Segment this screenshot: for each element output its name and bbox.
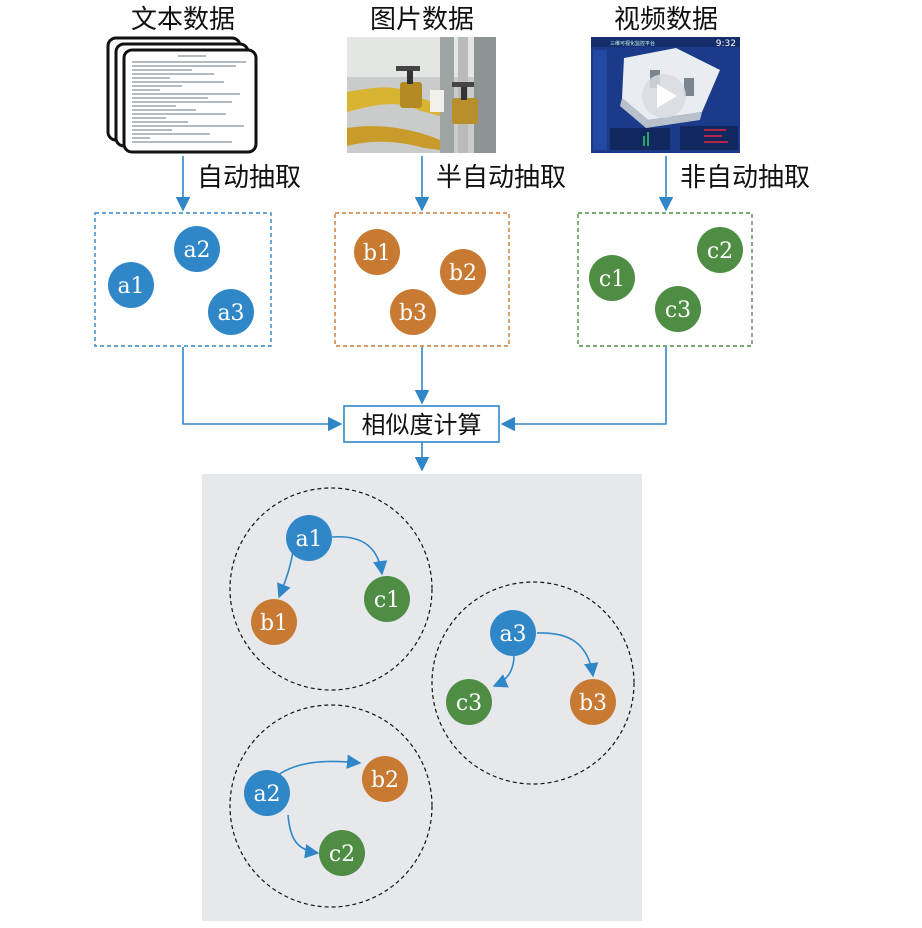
svg-text:c3: c3 [456, 691, 482, 716]
svg-text:b1: b1 [363, 241, 391, 266]
image-entity-box [334, 212, 510, 347]
node-a2-top: a2 [174, 226, 220, 272]
node-a3-cluster: a3 [490, 610, 536, 656]
svg-text:c3: c3 [665, 298, 691, 323]
node-c3-top: c3 [655, 286, 701, 332]
manual-extract-label: 非自动抽取 [680, 163, 810, 193]
auto-extract-label: 自动抽取 [197, 163, 301, 193]
pipe-valve-photo [347, 37, 496, 153]
svg-text:b1: b1 [260, 611, 288, 636]
node-c1-cluster: c1 [364, 576, 410, 622]
text-to-calc-arrow [182, 347, 343, 432]
cluster-3-boundary [229, 704, 433, 908]
svg-text:b3: b3 [579, 691, 607, 716]
video-thumb-time: 9:32 [716, 39, 736, 49]
node-a1-top: a1 [108, 262, 154, 308]
similarity-calc-label: 相似度计算 [362, 411, 482, 439]
edge-a2-c2 [287, 814, 320, 859]
node-a3-top: a3 [208, 289, 254, 335]
semi-auto-extract-label: 半自动抽取 [436, 163, 566, 193]
edge-a1-b1 [277, 550, 294, 599]
cluster-1-boundary [229, 487, 433, 691]
svg-text:c2: c2 [707, 239, 733, 264]
video-thumb-title: 三维可视化监控平台 [610, 40, 655, 47]
svg-text:b2: b2 [449, 261, 477, 286]
svg-text:b3: b3 [399, 301, 427, 326]
node-b1-top: b1 [354, 229, 400, 275]
text-data-title: 文本数据 [131, 5, 235, 35]
video-data-title: 视频数据 [614, 5, 718, 35]
video-entity-box [577, 212, 753, 347]
node-b3-top: b3 [390, 289, 436, 335]
edge-a1-c1 [331, 535, 388, 576]
svg-text:c1: c1 [374, 588, 400, 613]
svg-text:a2: a2 [183, 238, 210, 263]
svg-text:a2: a2 [253, 782, 280, 807]
image-data-title: 图片数据 [370, 5, 474, 35]
video-thumbnail: 三维可视化监控平台 9:32 [591, 37, 740, 153]
node-c2-top: c2 [697, 227, 743, 273]
similarity-calc-box [343, 405, 500, 443]
video-to-calc-arrow [500, 347, 667, 432]
svg-text:c2: c2 [329, 842, 355, 867]
cluster-2-boundary [431, 581, 635, 785]
node-a1-cluster: a1 [286, 515, 332, 561]
node-b3-cluster: b3 [570, 679, 616, 725]
node-b1-cluster: b1 [251, 599, 297, 645]
svg-text:c1: c1 [599, 267, 625, 292]
svg-text:a3: a3 [217, 301, 244, 326]
edge-a3-b3 [536, 632, 599, 678]
edge-a2-b2 [277, 754, 362, 776]
svg-text:a3: a3 [499, 622, 526, 647]
svg-text:a1: a1 [117, 274, 144, 299]
node-c3-cluster: c3 [446, 679, 492, 725]
node-a2-cluster: a2 [244, 770, 290, 816]
edge-a3-c3 [492, 654, 515, 688]
node-c1-top: c1 [589, 255, 635, 301]
svg-text:a1: a1 [295, 527, 322, 552]
node-b2-cluster: b2 [362, 756, 408, 802]
node-c2-cluster: c2 [319, 830, 365, 876]
node-b2-top: b2 [440, 249, 486, 295]
text-entity-box [94, 212, 272, 347]
cluster-result-panel [202, 474, 642, 921]
svg-text:b2: b2 [371, 768, 399, 793]
document-stack-icon [106, 36, 258, 154]
